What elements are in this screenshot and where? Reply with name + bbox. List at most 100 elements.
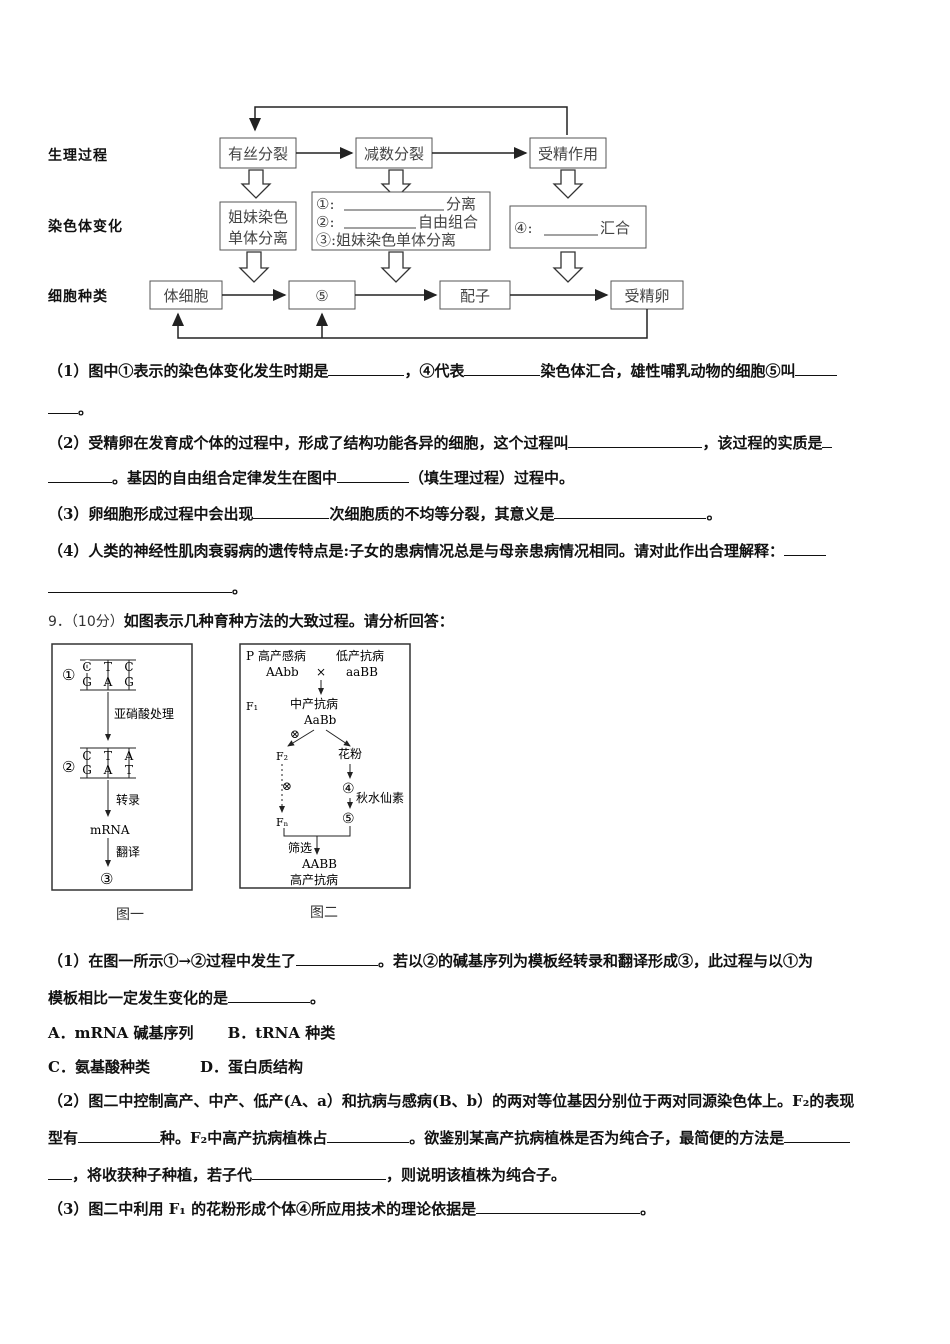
q9-number: 9．（10分） — [48, 614, 124, 630]
q8-p2a: （2）受精卵在发育成个体的过程中，形成了结构功能各异的细胞，这个过程叫 — [48, 434, 569, 452]
box-fusion — [509, 205, 647, 249]
blank[interactable] — [252, 1164, 387, 1180]
blank[interactable] — [48, 467, 112, 483]
q9-p1d: 。 — [310, 989, 326, 1007]
row-label-chromosome: 染色体变化 — [48, 219, 123, 235]
q9-part2-line1: （2）图二中控制高产、中产、低产(A、a）和抗病与感病(B、b）的两对等位基因分… — [48, 1090, 854, 1112]
q9-p2d: 。欲鉴别某高产抗病植株是否为纯合子，最简便的方法是 — [409, 1129, 785, 1147]
box2-item3: ③:姐妹染色单体分离 — [316, 231, 456, 249]
hollow-arrows-row2 — [238, 251, 584, 283]
box-fertilization — [529, 137, 607, 169]
blank[interactable] — [228, 987, 311, 1003]
q8-p1c: 染色体汇合，雄性哺乳动物的细胞⑤叫 — [540, 362, 796, 380]
fig2-self2: ⊗ — [282, 779, 292, 793]
blank[interactable] — [337, 467, 410, 483]
q9-heading: 9．（10分）如图表示几种育种方法的大致过程。请分析回答： — [48, 610, 454, 633]
cell4-label: 受精卵 — [624, 287, 669, 305]
fig2-f1-geno: AaBb — [303, 713, 337, 727]
q9-part3: （3）图二中利用 F₁ 的花粉形成个体④所应用技术的理论依据是。 — [48, 1198, 655, 1220]
cell3-label: 配子 — [460, 287, 490, 305]
q9-options-ab: A．mRNA 碱基序列 B．tRNA 种类 — [48, 1022, 335, 1044]
fig2-result-geno: AABB — [301, 857, 337, 871]
q9-p1c: 模板相比一定发生变化的是 — [48, 989, 229, 1007]
fig2-f1-pheno: 中产抗病 — [290, 696, 338, 711]
blank[interactable] — [822, 432, 833, 448]
blank[interactable] — [328, 360, 405, 376]
q8-part3: （3）卵细胞形成过程中会出现次细胞质的不均等分裂，其意义是。 — [48, 503, 721, 525]
q9-p1b: 。若以②的碱基序列为模板经转录和翻译形成③，此过程与以①为 — [378, 952, 814, 970]
fig2-result-pheno: 高产抗病 — [290, 872, 338, 887]
fig1-bot2-0: G — [82, 763, 92, 777]
fig1-step1: 亚硝酸处理 — [114, 706, 174, 721]
q8-part1-line1: （1）图中①表示的染色体变化发生时期是，④代表染色体汇合，雄性哺乳动物的细胞⑤叫 — [48, 360, 838, 382]
box-meiosis-label: 减数分裂 — [364, 145, 424, 163]
option-d[interactable]: D．蛋白质结构 — [199, 1058, 303, 1076]
blank[interactable] — [784, 1127, 851, 1143]
q8-p4b: 。 — [232, 579, 248, 597]
box-mitosis — [219, 137, 297, 169]
fig2-geno-left: AAbb — [265, 665, 299, 679]
q8-p2c: 。基因的自由组合定律发生在图中 — [112, 469, 338, 487]
fig1-top2-1: T — [104, 749, 112, 763]
blank[interactable] — [253, 503, 330, 519]
q8-p1b: ，④代表 — [404, 362, 465, 380]
q8-part2-line1: （2）受精卵在发育成个体的过程中，形成了结构功能各异的细胞，这个过程叫，该过程的… — [48, 432, 833, 454]
q9-part2-line2: 型有种。F₂中高产抗病植株占。欲鉴别某高产抗病植株是否为纯合子，最简便的方法是 — [48, 1127, 851, 1149]
option-c[interactable]: C．氨基酸种类 — [48, 1058, 150, 1076]
q8-p1d: 。 — [78, 400, 94, 418]
blank[interactable] — [783, 540, 826, 556]
option-a[interactable]: A．mRNA 碱基序列 — [48, 1024, 194, 1042]
q8-part2-line2: 。基因的自由组合定律发生在图中 （填生理过程）过程中。 — [48, 467, 574, 489]
fig2-geno-right: aaBB — [346, 665, 378, 679]
box-cell5 — [288, 280, 356, 310]
blank[interactable] — [464, 360, 541, 376]
q9-part1-line1: （1）在图一所示①→②过程中发生了。若以②的碱基序列为模板经转录和翻译形成③，此… — [48, 950, 813, 972]
fig1-bot1-1: A — [103, 675, 113, 689]
q8-part4-line1: （4）人类的神经性肌肉衰弱病的遗传特点是:子女的患病情况总是与母亲患病情况相同。… — [48, 540, 826, 562]
fig2-screen: 筛选 — [288, 840, 312, 855]
fig2-f1-label: F₁ — [246, 700, 258, 713]
q9-p3a: （3）图二中利用 F₁ 的花粉形成个体④所应用技术的理论依据是 — [48, 1200, 477, 1218]
option-b[interactable]: B．tRNA 种类 — [227, 1024, 336, 1042]
q8-part4-line2: 。 — [48, 577, 247, 599]
fig1-label1: ① — [62, 666, 75, 684]
svg-text:C: C — [82, 660, 91, 674]
fig1-bot1-0: G — [82, 675, 92, 689]
fig1-bot2-2: T — [125, 763, 133, 777]
fig1-top2-2: A — [124, 749, 134, 763]
fig1-bot1-2: G — [124, 675, 134, 689]
q9-p2f: ，则说明该植株为纯合子。 — [386, 1166, 567, 1184]
blank[interactable] — [568, 432, 703, 448]
blank[interactable] — [327, 1127, 410, 1143]
fig1-mrna: mRNA — [90, 823, 130, 837]
box2-item1-num: ①: — [316, 195, 335, 213]
blank[interactable] — [48, 398, 78, 414]
blank[interactable] — [78, 1127, 161, 1143]
blank[interactable] — [296, 950, 379, 966]
fig1-top2-0: C — [82, 749, 91, 763]
blank[interactable] — [795, 360, 838, 376]
fig2-step4: ④ — [342, 781, 355, 797]
q9-part1-line2: 模板相比一定发生变化的是 。 — [48, 987, 325, 1009]
q8-p2d: （填生理过程）过程中。 — [409, 469, 575, 487]
blank[interactable] — [476, 1198, 641, 1214]
box2-item2-text: 自由组合 — [418, 213, 478, 231]
fig2-cross: × — [316, 665, 326, 679]
blank[interactable] — [48, 1164, 72, 1180]
fig1-bot2-1: A — [103, 763, 113, 777]
fig2-p-right: 低产抗病 — [336, 648, 384, 663]
q9-options-cd: C．氨基酸种类 D．蛋白质结构 — [48, 1056, 303, 1078]
q8-p3a: （3）卵细胞形成过程中会出现 — [48, 505, 254, 523]
life-cycle-flow-diagram: 有丝分裂 减数分裂 受精作用 姐妹染色 单体分离 ①: 分离 ②: 自由组合 ③… — [149, 106, 684, 339]
box3-text: 汇合 — [600, 219, 630, 237]
box3-num: ④: — [514, 219, 533, 237]
q8-p3b: 次细胞质的不均等分裂，其意义是 — [329, 505, 555, 523]
fig2-colchicine: 秋水仙素 — [356, 791, 404, 805]
box-zygote — [610, 280, 684, 310]
fig1-top1-0: C — [82, 660, 91, 674]
box-meiosis — [355, 137, 433, 169]
blank[interactable] — [48, 577, 232, 593]
blank[interactable] — [554, 503, 707, 519]
cell1-label: 体细胞 — [163, 287, 208, 305]
fig2-pollen: 花粉 — [338, 746, 362, 761]
